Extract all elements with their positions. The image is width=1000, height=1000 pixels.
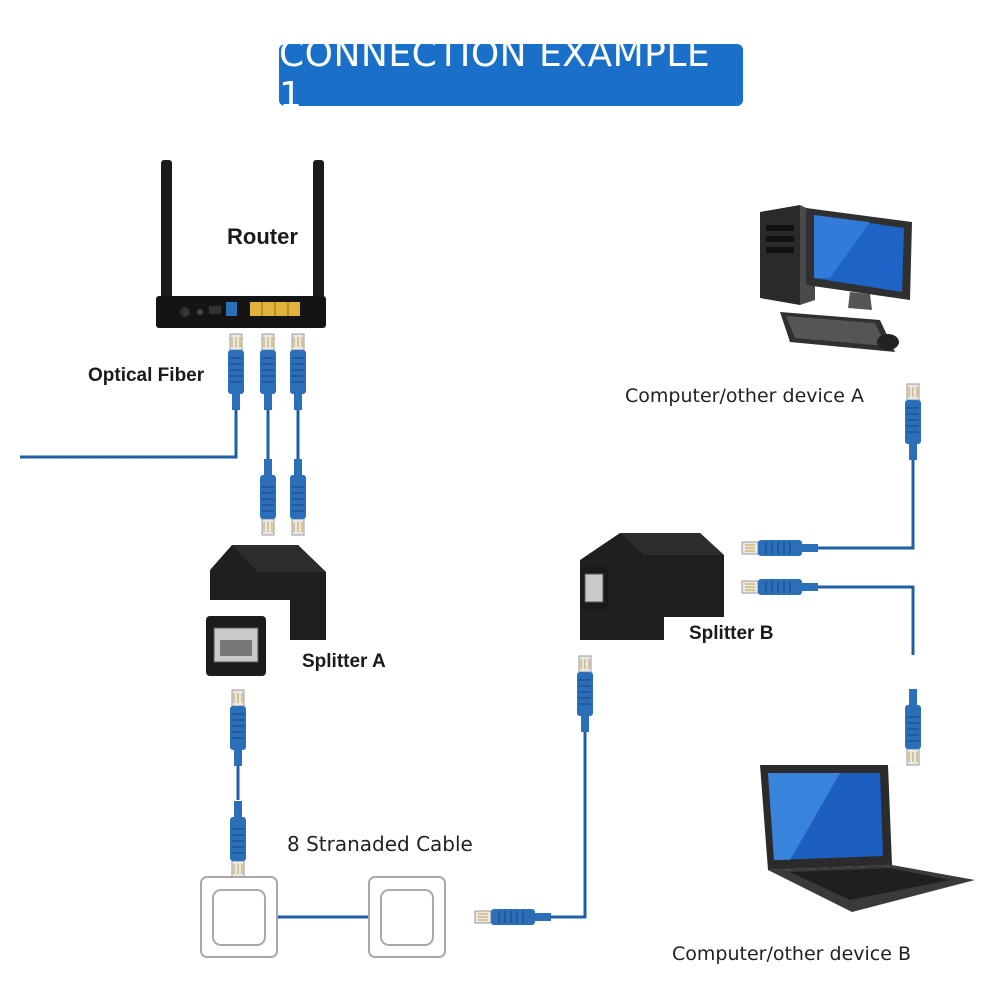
optical-fiber-label: Optical Fiber [88,365,205,386]
optical-fiber-cable [20,405,238,459]
rj45-plug-icon [227,333,307,411]
rj45-plug-icon [474,655,594,926]
splitter-b-label: Splitter B [689,623,774,644]
device-a-label: Computer/other device A [625,385,864,407]
cables [20,405,915,919]
wall-socket-icon [200,876,278,958]
cable-socket-to-splitter-b [550,730,587,919]
laptop-icon [760,765,975,912]
splitter-icon [580,533,724,640]
cable-label: 8 Stranaded Cable [287,832,473,856]
rj45-plug-icon [259,458,307,536]
router-label: Router [227,224,298,249]
splitter-a-label: Splitter A [302,651,386,672]
desktop-computer-icon [760,205,912,352]
device-b-label: Computer/other device B [672,943,911,965]
rj45-plug-icon [741,539,819,596]
cable-splitter-b-device-a [818,460,915,550]
splitter-icon [206,545,326,676]
router-icon [156,160,326,328]
cable-splitter-b-device-b [818,585,915,655]
wall-socket-icon [368,876,446,958]
rj45-plug-icon [904,383,922,766]
